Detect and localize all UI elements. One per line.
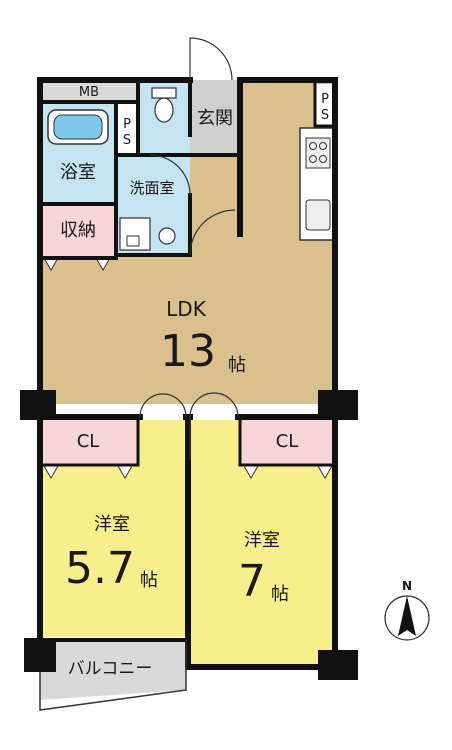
western-right-size: 7 xyxy=(238,556,266,607)
ldk-floor xyxy=(40,80,335,404)
washbasin-icon xyxy=(119,217,176,251)
western-right-upper xyxy=(190,420,240,465)
ps-top-area xyxy=(315,84,335,126)
balcony-label: バルコニー xyxy=(68,659,153,679)
balcony-outline xyxy=(39,640,187,711)
cl-right-floor xyxy=(240,420,335,465)
toilet-icon xyxy=(151,87,177,123)
cl-left-label: CL xyxy=(77,431,100,452)
mb-area xyxy=(40,80,138,102)
north-arrow-icon: N xyxy=(384,579,430,641)
columns xyxy=(20,390,358,680)
compass-north-label: N xyxy=(402,579,412,593)
kitchen-counter-icon xyxy=(299,127,336,241)
washroom-label: 洗面室 xyxy=(129,179,174,197)
western-right-floor xyxy=(190,465,335,667)
western-left-size: 5.7 xyxy=(65,543,135,594)
western-left-unit: 帖 xyxy=(140,570,158,591)
ldk-size: 13 xyxy=(160,326,216,377)
entrance-floor xyxy=(190,80,240,155)
storage-floor xyxy=(40,204,116,257)
balcony-floor xyxy=(40,640,186,700)
ps-bath-area xyxy=(116,102,138,154)
western-left-label: 洋室 xyxy=(94,514,130,535)
cl-right-label: CL xyxy=(276,431,299,452)
door-swings xyxy=(139,37,239,460)
western-right-label: 洋室 xyxy=(244,530,280,551)
corridor-floor xyxy=(190,155,240,235)
western-left-floor xyxy=(40,465,186,637)
western-left-upper xyxy=(138,420,186,465)
entrance-label: 玄関 xyxy=(197,108,233,129)
ps-top-label-p: P xyxy=(321,92,329,107)
ps-bath-label-s: S xyxy=(123,133,131,148)
mb-label: MB xyxy=(79,85,99,100)
ldk-unit: 帖 xyxy=(228,355,246,376)
ps-top-label-s: S xyxy=(321,108,329,123)
ps-bath-label-p: P xyxy=(123,117,131,132)
bath-label: 浴室 xyxy=(60,162,96,183)
western-right-unit: 帖 xyxy=(271,584,289,605)
cl-left-floor xyxy=(40,420,138,465)
storage-label: 収納 xyxy=(60,220,96,241)
ldk-label: LDK xyxy=(166,297,207,321)
